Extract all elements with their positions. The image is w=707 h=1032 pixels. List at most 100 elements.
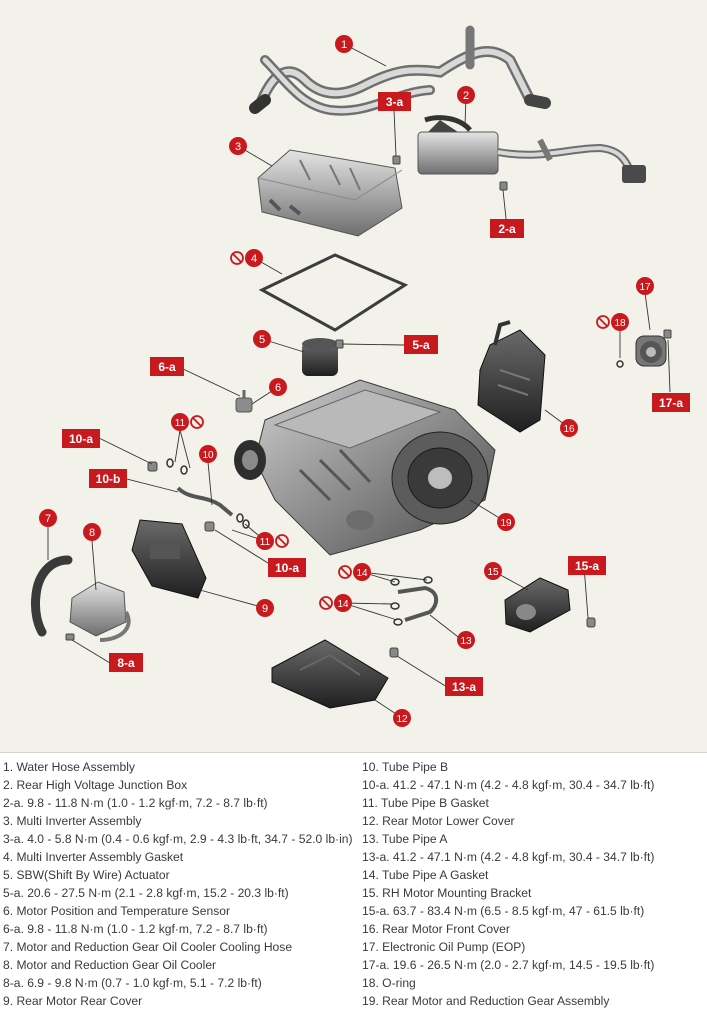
- callout-15: 15: [484, 562, 502, 580]
- tube-pipe-a-part: [390, 576, 439, 626]
- callout-18-label: 18: [614, 318, 626, 329]
- torque-label-17a-text: 17-a: [659, 396, 683, 410]
- legend-item: 15. RH Motor Mounting Bracket: [362, 886, 532, 900]
- callout-14-bottom-label: 14: [337, 599, 349, 610]
- callout-19: 19: [497, 513, 515, 531]
- callout-9: 9: [256, 599, 274, 617]
- callout-2: 2: [457, 86, 475, 104]
- o-ring-part: [616, 360, 624, 368]
- diagram-canvas: 1 2 3 4 5 6 7 8 9 10 11 11 12 13 14 14 1…: [31, 25, 690, 727]
- callout-9-label: 9: [262, 603, 268, 615]
- callout-8-label: 8: [89, 527, 95, 539]
- torque-label-17a: 17-a: [652, 393, 690, 412]
- callout-16: 16: [560, 419, 578, 437]
- legend-item: 16. Rear Motor Front Cover: [362, 922, 510, 936]
- legend-item: 5. SBW(Shift By Wire) Actuator: [3, 868, 170, 882]
- callout-16-label: 16: [563, 424, 575, 435]
- callout-2-label: 2: [463, 90, 469, 102]
- callout-12-label: 12: [396, 714, 408, 725]
- torque-label-13a-text: 13-a: [452, 680, 476, 694]
- callout-3-label: 3: [235, 141, 241, 153]
- torque-label-3a: 3-a: [378, 92, 411, 111]
- callout-6-label: 6: [275, 382, 281, 394]
- torque-label-15a-text: 15-a: [575, 559, 599, 573]
- legend-item: 9. Rear Motor Rear Cover: [3, 994, 143, 1008]
- callout-7-label: 7: [45, 513, 51, 525]
- prohibited-reuse-icon: [190, 251, 610, 610]
- torque-label-15a: 15-a: [568, 556, 606, 575]
- callout-13-label: 13: [460, 636, 472, 647]
- torque-label-8a-text: 8-a: [117, 656, 135, 670]
- callout-14-top-label: 14: [356, 568, 368, 579]
- motor-assembly-part: [234, 379, 496, 556]
- legend-item: 15-a. 63.7 - 83.4 N·m (6.5 - 8.5 kgf·m, …: [362, 904, 645, 918]
- legend-item: 2. Rear High Voltage Junction Box: [3, 778, 188, 792]
- sbw-actuator-part: [302, 338, 338, 376]
- parts-legend: 1. Water Hose Assembly 2. Rear High Volt…: [0, 758, 707, 1032]
- inverter-gasket-part: [258, 253, 409, 332]
- callout-10-label: 10: [202, 450, 214, 461]
- callout-11-bottom: 11: [256, 532, 274, 550]
- torque-label-13a: 13-a: [445, 677, 483, 696]
- callout-1-label: 1: [341, 39, 347, 51]
- callout-17: 17: [636, 277, 654, 295]
- legend-item: 18. O-ring: [362, 976, 416, 990]
- torque-label-6a: 6-a: [150, 357, 184, 376]
- legend-item: 4. Multi Inverter Assembly Gasket: [3, 850, 184, 864]
- legend-item: 13. Tube Pipe A: [362, 832, 448, 846]
- torque-label-2a-text: 2-a: [498, 222, 516, 236]
- legend-item: 10. Tube Pipe B: [362, 760, 449, 774]
- legend-item: 19. Rear Motor and Reduction Gear Assemb…: [362, 994, 610, 1008]
- callout-11-top: 11: [171, 413, 189, 431]
- legend-item: 11. Tube Pipe B Gasket: [362, 796, 489, 810]
- legend-item: 7. Motor and Reduction Gear Oil Cooler C…: [3, 940, 293, 954]
- water-hose-assembly-part: [249, 25, 551, 116]
- legend-item: 1. Water Hose Assembly: [3, 760, 135, 774]
- tube-pipe-bolts-part: [147, 461, 215, 532]
- torque-label-5a-text: 5-a: [412, 338, 430, 352]
- legend-item: 10-a. 41.2 - 47.1 N·m (4.2 - 4.8 kgf·m, …: [362, 778, 655, 792]
- callout-11-bottom-label: 11: [260, 537, 271, 548]
- callout-12: 12: [393, 709, 411, 727]
- lower-cover-part: [271, 639, 389, 709]
- tube-pipe-b-part: [176, 486, 234, 517]
- torque-label-5a: 5-a: [404, 335, 438, 354]
- exploded-diagram: 1 2 3 4 5 6 7 8 9 10 11 11 12 13 14 14 1…: [0, 0, 707, 753]
- rear-cover-part: [131, 519, 207, 599]
- leader-lines: [47, 43, 671, 719]
- callout-8: 8: [83, 523, 101, 541]
- legend-item: 13-a. 41.2 - 47.1 N·m (4.2 - 4.8 kgf·m, …: [362, 850, 655, 864]
- legend-item: 6. Motor Position and Temperature Sensor: [3, 904, 230, 918]
- oil-cooler-part: [69, 581, 131, 642]
- torque-label-10a-top-text: 10-a: [69, 432, 93, 446]
- torque-label-2a: 2-a: [490, 219, 524, 238]
- legend-item: 17-a. 19.6 - 26.5 N·m (2.0 - 2.7 kgf·m, …: [362, 958, 655, 972]
- torque-label-10b-text: 10-b: [96, 472, 121, 486]
- callout-4: 4: [245, 249, 263, 267]
- callout-7: 7: [39, 509, 57, 527]
- torque-label-10a-bottom: 10-a: [268, 558, 306, 577]
- legend-item: 3-a. 4.0 - 5.8 N·m (0.4 - 0.6 kgf·m, 2.9…: [3, 832, 353, 846]
- position-sensor-part: [235, 390, 253, 413]
- legend-item: 17. Electronic Oil Pump (EOP): [362, 940, 526, 954]
- tube-pipe-b-gaskets-part: [166, 458, 250, 529]
- callout-18: 18: [611, 313, 629, 331]
- fastener-bolts-part: [65, 155, 672, 658]
- callout-5: 5: [253, 330, 271, 348]
- callout-17-label: 17: [639, 282, 651, 293]
- callout-15-label: 15: [487, 567, 499, 578]
- junction-box-part: [417, 115, 646, 183]
- callout-19-label: 19: [500, 518, 512, 529]
- torque-label-3a-text: 3-a: [386, 95, 404, 109]
- callout-4-label: 4: [251, 253, 257, 265]
- cooling-hose-part: [31, 555, 73, 637]
- torque-label-10a-top: 10-a: [62, 429, 100, 448]
- legend-item: 2-a. 9.8 - 11.8 N·m (1.0 - 1.2 kgf·m, 7.…: [3, 796, 268, 810]
- callout-11-top-label: 11: [175, 418, 186, 429]
- callout-6: 6: [269, 378, 287, 396]
- legend-item: 3. Multi Inverter Assembly: [3, 814, 142, 828]
- callout-3: 3: [229, 137, 247, 155]
- legend-left-column: 1. Water Hose Assembly 2. Rear High Volt…: [3, 758, 358, 1010]
- legend-right-column: 10. Tube Pipe B 10-a. 41.2 - 47.1 N·m (4…: [362, 758, 704, 1010]
- callout-1: 1: [335, 35, 353, 53]
